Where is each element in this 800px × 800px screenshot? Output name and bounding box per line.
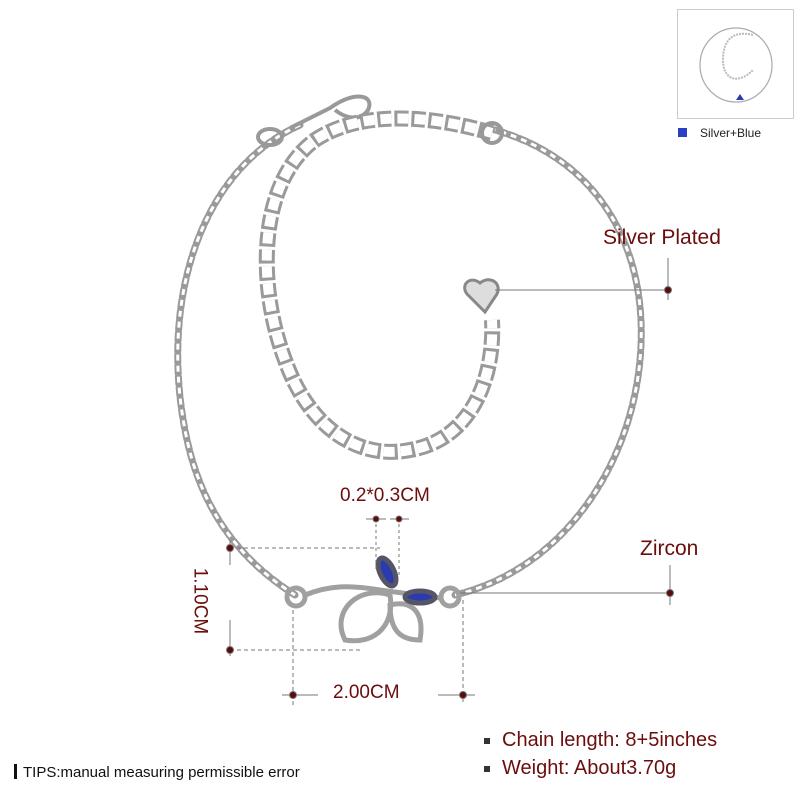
variant-thumbnail[interactable]	[677, 9, 794, 119]
heart-charm	[463, 278, 500, 315]
width-label: 2.00CM	[333, 682, 400, 703]
clasp	[256, 94, 372, 147]
color-swatch[interactable]	[678, 128, 687, 137]
spec-chain-length: Chain length: 8+5inches	[484, 729, 717, 752]
dimension-lines	[226, 258, 674, 705]
tips-note: TIPS:manual measuring permissible error	[14, 764, 300, 781]
main-chain	[174, 121, 645, 599]
stone-label: Zircon	[640, 537, 699, 560]
thumbnail-bracelet	[699, 27, 773, 103]
butterfly-pendant	[284, 555, 462, 644]
height-label: 1.10CM	[189, 567, 211, 635]
spec-weight: Weight: About3.70g	[484, 757, 676, 780]
variant-label: Silver+Blue	[700, 126, 762, 140]
material-label: Silver Plated	[603, 226, 721, 249]
stone-size-label: 0.2*0.3CM	[340, 485, 430, 506]
extender-chain	[258, 110, 504, 460]
